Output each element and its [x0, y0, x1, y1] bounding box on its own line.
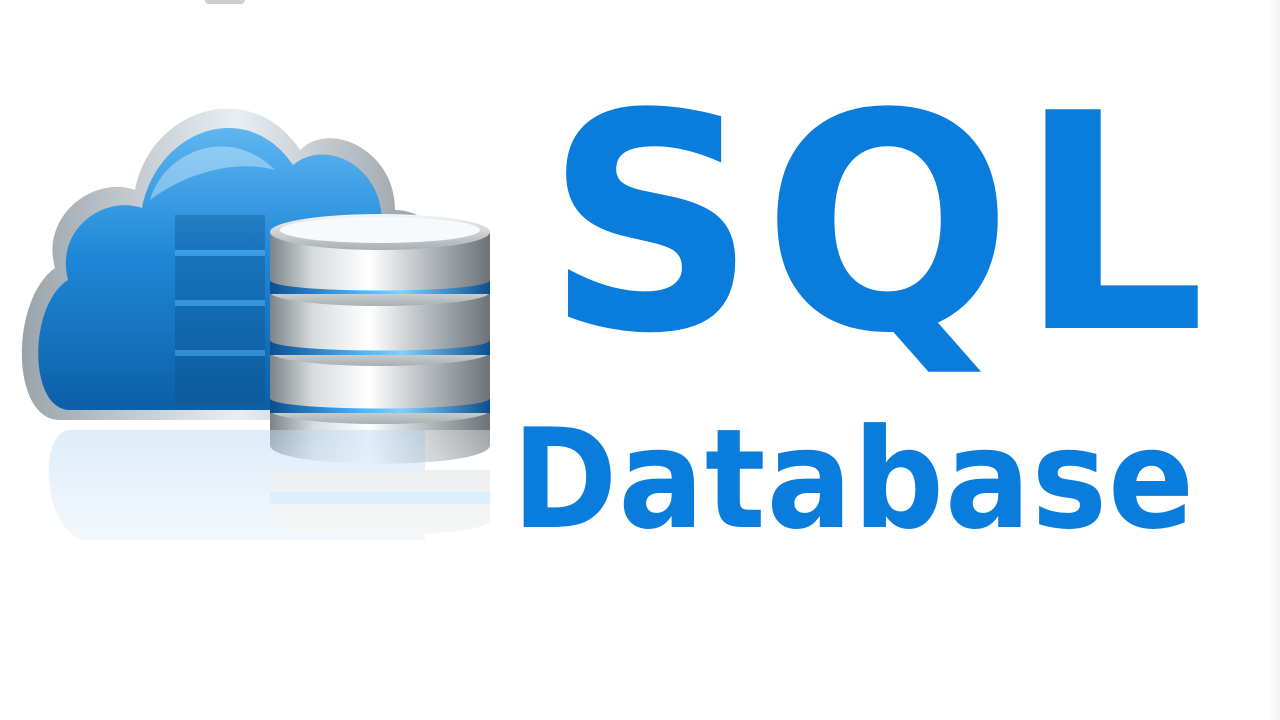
right-edge-shadow: [1268, 0, 1280, 720]
title-sql: SQL: [545, 50, 1212, 399]
top-edge-mark: [205, 0, 245, 4]
title-database: Database: [512, 399, 1196, 560]
cloud-database-icon: [0, 108, 520, 600]
